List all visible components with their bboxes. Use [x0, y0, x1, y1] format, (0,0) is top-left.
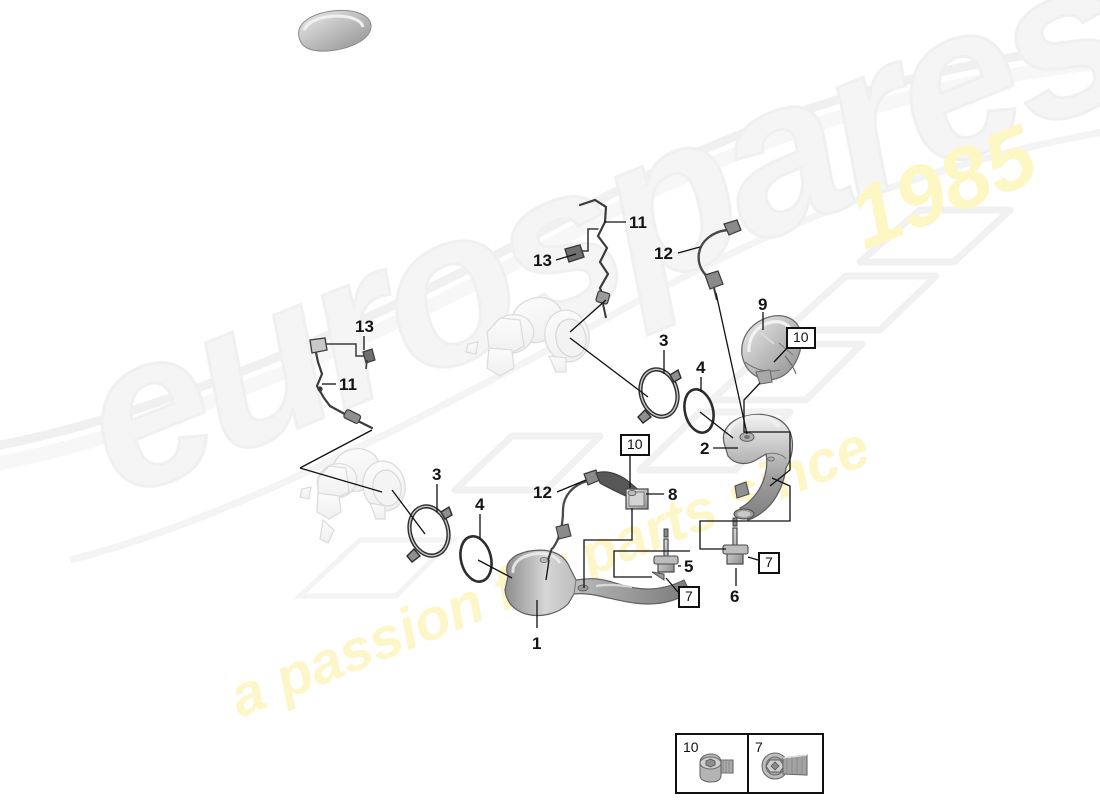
part-3-v-band-clamp-left	[406, 504, 453, 563]
part-4-gasket-right	[683, 388, 715, 434]
callout-4-right: 4	[696, 358, 706, 377]
legend-divider	[747, 735, 749, 792]
callout-1: 1	[532, 634, 542, 653]
part-1-catalytic-converter-left	[504, 549, 691, 617]
callout-9: 9	[758, 295, 768, 314]
boxed-callout-10-right: 10	[786, 327, 816, 349]
boxed-callout-10-center: 10	[620, 434, 650, 456]
callout-13-left: 13	[355, 317, 374, 336]
callout-12-upper: 12	[654, 244, 673, 263]
background-ghost-engine-bay	[0, 39, 1100, 599]
part-2-catalytic-converter-right	[722, 413, 794, 521]
callout-2: 2	[700, 439, 710, 458]
part-11-sensor-body-upper	[595, 290, 611, 319]
flanged-hex-bolt-icon	[761, 752, 808, 780]
part-11-sensor-body-left	[309, 337, 362, 424]
callout-8: 8	[668, 485, 678, 504]
part-5-bracket-stud-left	[651, 528, 679, 581]
callout-3-left: 3	[432, 465, 442, 484]
part-8-heat-shield-bracket	[595, 471, 649, 510]
part-3-v-band-clamp-right	[637, 367, 682, 424]
boxed-callout-7-right: 7	[758, 552, 780, 574]
part-12-temp-sensor-lower	[551, 479, 589, 550]
legend-label-7: 7	[755, 739, 763, 755]
part-4-gasket-left	[459, 535, 493, 583]
callout-4-left: 4	[475, 495, 485, 514]
socket-head-bolt-icon	[699, 753, 734, 783]
part-13-connector-left	[362, 348, 376, 370]
part-12-sensor-tip-upper	[704, 219, 742, 301]
callout-6: 6	[730, 587, 740, 606]
ghost-turbocharger-upper	[465, 296, 590, 377]
legend-item-7: 7	[749, 735, 822, 792]
callout-13-upper: 13	[533, 251, 552, 270]
callout-12-lower: 12	[533, 483, 552, 502]
callout-5: 5	[684, 557, 694, 576]
fastener-legend: 10 7	[675, 733, 824, 794]
ghost-accessory-unit-left	[299, 448, 406, 544]
callout-11-left: 11	[339, 375, 357, 394]
part-13-connector-upper	[564, 244, 585, 263]
part-6-bracket-stud-right	[722, 517, 749, 565]
legend-label-10: 10	[683, 739, 699, 755]
callout-3-right: 3	[659, 331, 669, 350]
part-12-sensor-tip-lower	[547, 469, 601, 561]
boxed-callout-7-center: 7	[678, 586, 700, 608]
callout-11-upper: 11	[629, 213, 647, 232]
legend-item-10: 10	[677, 735, 747, 792]
part-cover-cap	[298, 9, 372, 52]
